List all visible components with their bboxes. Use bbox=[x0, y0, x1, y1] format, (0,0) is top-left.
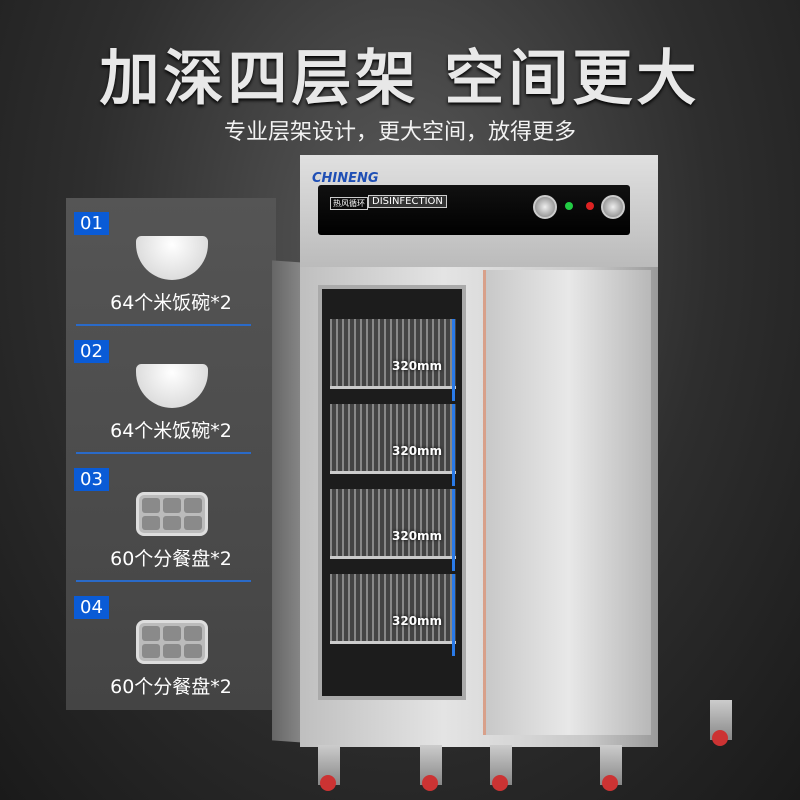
dimension-bar bbox=[452, 489, 455, 571]
cabinet: CHINENG 热风循环 DISINFECTION 320mm 320mm 32… bbox=[300, 155, 658, 747]
leg bbox=[490, 745, 512, 791]
shelf bbox=[330, 489, 456, 559]
shelf-height: 320mm bbox=[392, 359, 443, 373]
shelf-height: 320mm bbox=[392, 614, 443, 628]
leg bbox=[318, 745, 340, 791]
leg bbox=[420, 745, 442, 791]
caster-icon bbox=[320, 775, 336, 791]
leg bbox=[710, 700, 732, 746]
list-item: 04 60个分餐盘*2 bbox=[66, 582, 276, 710]
item-number: 03 bbox=[74, 468, 109, 491]
item-number: 04 bbox=[74, 596, 109, 619]
list-item: 01 64个米饭碗*2 bbox=[66, 198, 276, 326]
shelf-height: 320mm bbox=[392, 529, 443, 543]
caster-icon bbox=[422, 775, 438, 791]
dimension-bar bbox=[452, 404, 455, 486]
caster-icon bbox=[602, 775, 618, 791]
knob-icon[interactable] bbox=[601, 195, 625, 219]
list-item: 03 60个分餐盘*2 bbox=[66, 454, 276, 582]
divider bbox=[76, 580, 251, 582]
bowl-icon bbox=[136, 236, 208, 280]
leg bbox=[600, 745, 622, 791]
shelf bbox=[330, 319, 456, 389]
capacity-panel: 01 64个米饭碗*2 02 64个米饭碗*2 03 60个分餐盘*2 04 6… bbox=[66, 198, 276, 710]
shelf bbox=[330, 404, 456, 474]
bowl-icon bbox=[136, 364, 208, 408]
page-title: 加深四层架 空间更大 bbox=[99, 44, 701, 114]
model-label: DISINFECTION bbox=[368, 195, 447, 208]
item-label: 64个米饭碗*2 bbox=[110, 420, 232, 442]
divider bbox=[76, 452, 251, 454]
list-item: 02 64个米饭碗*2 bbox=[66, 326, 276, 454]
shelf-height: 320mm bbox=[392, 444, 443, 458]
feature-badge: 热风循环 bbox=[330, 197, 368, 210]
item-number: 02 bbox=[74, 340, 109, 363]
divider bbox=[76, 324, 251, 326]
control-panel: 热风循环 DISINFECTION bbox=[318, 185, 630, 235]
item-number: 01 bbox=[74, 212, 109, 235]
item-label: 60个分餐盘*2 bbox=[110, 676, 232, 698]
cabinet-interior: 320mm 320mm 320mm 320mm bbox=[318, 285, 466, 700]
caster-icon bbox=[492, 775, 508, 791]
green-led-icon bbox=[565, 202, 573, 210]
red-led-icon bbox=[586, 202, 594, 210]
brand-logo: CHINENG bbox=[312, 171, 379, 186]
subtitle: 专业层架设计，更大空间，放得更多 bbox=[223, 120, 576, 145]
right-door[interactable] bbox=[483, 270, 651, 735]
item-label: 64个米饭碗*2 bbox=[110, 292, 232, 314]
caster-icon bbox=[712, 730, 728, 746]
item-label: 60个分餐盘*2 bbox=[110, 548, 232, 570]
knob-icon[interactable] bbox=[533, 195, 557, 219]
dimension-bar bbox=[452, 574, 455, 656]
dimension-bar bbox=[452, 319, 455, 401]
tray-icon bbox=[136, 492, 208, 536]
tray-icon bbox=[136, 620, 208, 664]
shelf bbox=[330, 574, 456, 644]
control-top: CHINENG 热风循环 DISINFECTION bbox=[300, 155, 658, 267]
